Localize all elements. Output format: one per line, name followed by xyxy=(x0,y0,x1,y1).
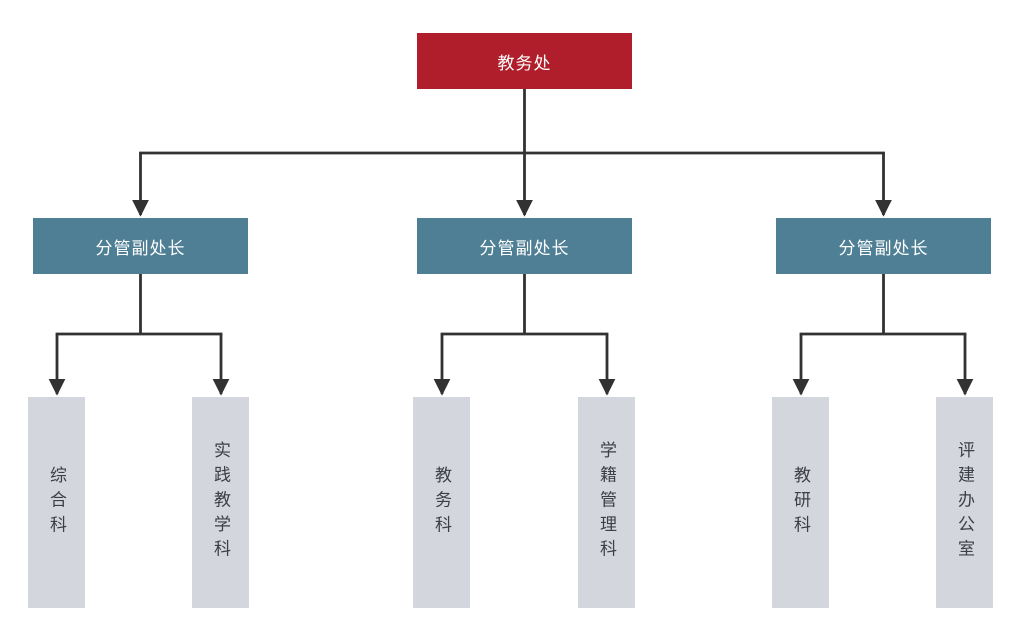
node-manager-3: 分管副处长 xyxy=(776,218,991,274)
node-dept-pingjian-bangongshi-label: 评建办公室 xyxy=(955,440,974,565)
node-dept-jiaowu: 教务科 xyxy=(413,397,470,608)
node-manager-1-label: 分管副处长 xyxy=(95,238,186,258)
node-manager-3-label: 分管副处长 xyxy=(838,238,929,258)
node-dept-shijian-jiaoxue-label: 实践教学科 xyxy=(211,440,230,565)
node-dept-zonghe-label: 综合科 xyxy=(47,465,66,540)
node-root-jiaowuchu: 教务处 xyxy=(417,33,632,89)
node-dept-jiaoyan-label: 教研科 xyxy=(791,465,810,540)
node-manager-2: 分管副处长 xyxy=(417,218,632,274)
node-dept-jiaowu-label: 教务科 xyxy=(432,465,451,540)
node-dept-zonghe: 综合科 xyxy=(28,397,85,608)
node-dept-jiaoyan: 教研科 xyxy=(772,397,829,608)
node-dept-shijian-jiaoxue: 实践教学科 xyxy=(192,397,249,608)
node-dept-xueji-guanli-label: 学籍管理科 xyxy=(597,440,616,565)
node-dept-pingjian-bangongshi: 评建办公室 xyxy=(936,397,993,608)
node-manager-2-label: 分管副处长 xyxy=(479,238,570,258)
node-root-label: 教务处 xyxy=(497,53,552,73)
node-manager-1: 分管副处长 xyxy=(33,218,248,274)
node-dept-xueji-guanli: 学籍管理科 xyxy=(578,397,635,608)
